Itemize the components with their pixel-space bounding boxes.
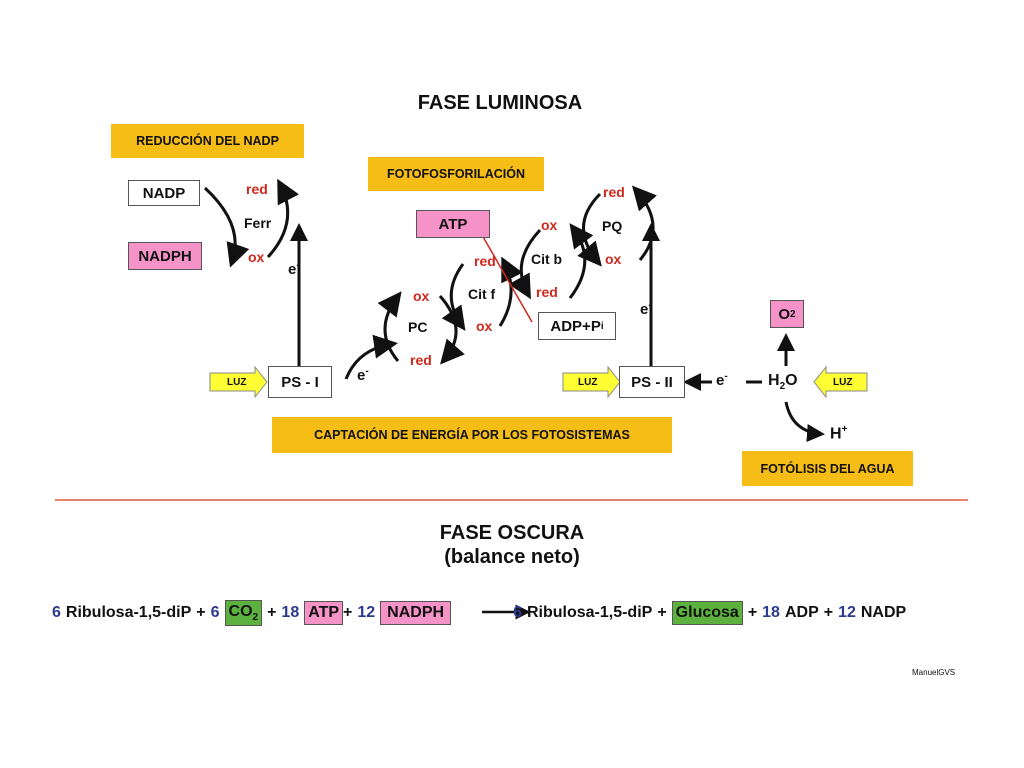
ferr-left-arc <box>203 186 250 268</box>
h2o-label: H2O <box>768 372 798 392</box>
electron-text: e <box>640 301 649 318</box>
citf-right-arc <box>498 256 523 327</box>
fase-luminosa-title: FASE LUMINOSA <box>417 92 583 114</box>
electron-text: e <box>716 372 725 389</box>
co2-text: CO <box>228 603 253 620</box>
coef-ribulosa-left: 6 <box>52 604 61 622</box>
fotolisis-label: FOTÓLISIS DEL AGUA <box>742 451 913 486</box>
balance-neto-subtitle: (balance neto) <box>444 546 580 568</box>
fase-oscura-title: FASE OSCURA <box>439 522 585 544</box>
adp-pi-text: ADP+P <box>550 317 601 335</box>
co2-sub: 2 <box>252 612 259 624</box>
h-plus-label: H+ <box>830 424 847 443</box>
atp-eq-box: ATP <box>304 601 344 626</box>
h2o-sub: 2 <box>779 381 786 393</box>
luz-arrow-h2o <box>813 365 868 399</box>
pc-label: PC <box>408 319 428 335</box>
luz-label-ps2: LUZ <box>578 377 598 388</box>
electron-text: e <box>288 261 297 278</box>
h2o-to-h-arrow <box>784 401 825 442</box>
electron-sup: - <box>724 371 728 382</box>
citb-right-arc <box>568 223 594 299</box>
ribulosa-left: Ribulosa-1,5-diP <box>65 604 192 622</box>
adp: ADP <box>784 604 819 622</box>
citb-ox: ox <box>541 217 558 233</box>
luz-label-h2o: LUZ <box>833 377 853 388</box>
citf-left-arc <box>441 263 466 331</box>
coef-co2: 6 <box>210 604 220 622</box>
citb-label: Cit b <box>531 251 563 267</box>
electron-ps1-left: e- <box>357 366 369 384</box>
ps1-to-pc-arrow <box>344 334 398 380</box>
adp-pi-sub: i <box>600 320 604 332</box>
luz-arrow-ps2 <box>562 365 621 399</box>
ps2-box: PS - II <box>619 366 685 398</box>
electron-text: e <box>357 367 366 384</box>
dark-phase-equation: 6 Ribulosa-1,5-diP + 6 CO2 + 18 ATP + 12… <box>52 600 907 627</box>
coef-adp: 18 <box>762 604 780 622</box>
co2-box: CO2 <box>224 600 263 627</box>
author-credit: ManuelGVS <box>912 668 956 677</box>
h-sup: + <box>841 424 848 435</box>
captacion-label: CAPTACIÓN DE ENERGÍA POR LOS FOTOSISTEMA… <box>272 417 672 453</box>
coef-nadph: 12 <box>357 604 376 622</box>
pq-red: red <box>603 184 625 200</box>
coef-ribulosa-right: 6 <box>513 604 522 622</box>
plus: + <box>343 604 353 622</box>
ribulosa-right: Ribulosa-1,5-diP <box>526 604 653 622</box>
ps1-box: PS - I <box>268 366 332 398</box>
plus: + <box>267 604 277 622</box>
electron-h2o: e- <box>716 371 728 389</box>
nadph-box: NADPH <box>128 242 202 270</box>
glucosa-box: Glucosa <box>671 601 743 626</box>
plus: + <box>657 604 667 622</box>
h2o-o: O <box>785 372 798 389</box>
electron-sup: - <box>296 260 300 271</box>
ferr-ox: ox <box>248 249 265 265</box>
coef-atp: 18 <box>281 604 300 622</box>
h-text: H <box>830 425 842 443</box>
ferr-red: red <box>246 181 268 197</box>
pq-ox: ox <box>605 251 622 267</box>
pc-red: red <box>410 352 432 368</box>
coef-nadp: 12 <box>838 604 856 622</box>
plus: + <box>823 604 834 622</box>
pq-label: PQ <box>602 218 623 234</box>
pq-left-arc <box>577 192 602 267</box>
fotofosforilacion-label: FOTOFOSFORILACIÓN <box>368 157 544 191</box>
nadp: NADP <box>860 604 907 622</box>
ferr-label: Ferr <box>244 215 272 231</box>
nadp-box: NADP <box>128 180 200 206</box>
pc-left-arc <box>377 291 402 362</box>
reduccion-nadp-label: REDUCCIÓN DEL NADP <box>111 124 304 158</box>
ferr-right-arc <box>266 178 299 259</box>
atp-box: ATP <box>416 210 490 238</box>
o2-sub: 2 <box>790 308 796 320</box>
nadph-eq-box: NADPH <box>380 601 452 626</box>
electron-ps1-up: e- <box>288 260 300 278</box>
electron-sup: - <box>365 366 369 377</box>
luz-arrow-ps1 <box>209 365 268 399</box>
adp-to-atp-arrow <box>477 226 533 323</box>
citf-red: red <box>474 253 496 269</box>
h2o-h: H <box>768 372 780 389</box>
plus: + <box>196 604 206 622</box>
citf-label: Cit f <box>468 286 496 302</box>
o2-text: O <box>778 305 791 323</box>
plus: + <box>747 604 758 622</box>
electron-sup: - <box>648 300 652 311</box>
pc-ox: ox <box>413 288 430 304</box>
citf-ox: ox <box>476 318 493 334</box>
luz-label-ps1: LUZ <box>227 377 247 388</box>
citb-left-arc <box>508 228 542 300</box>
electron-ps2-up: e- <box>640 300 652 318</box>
citb-red: red <box>536 284 558 300</box>
